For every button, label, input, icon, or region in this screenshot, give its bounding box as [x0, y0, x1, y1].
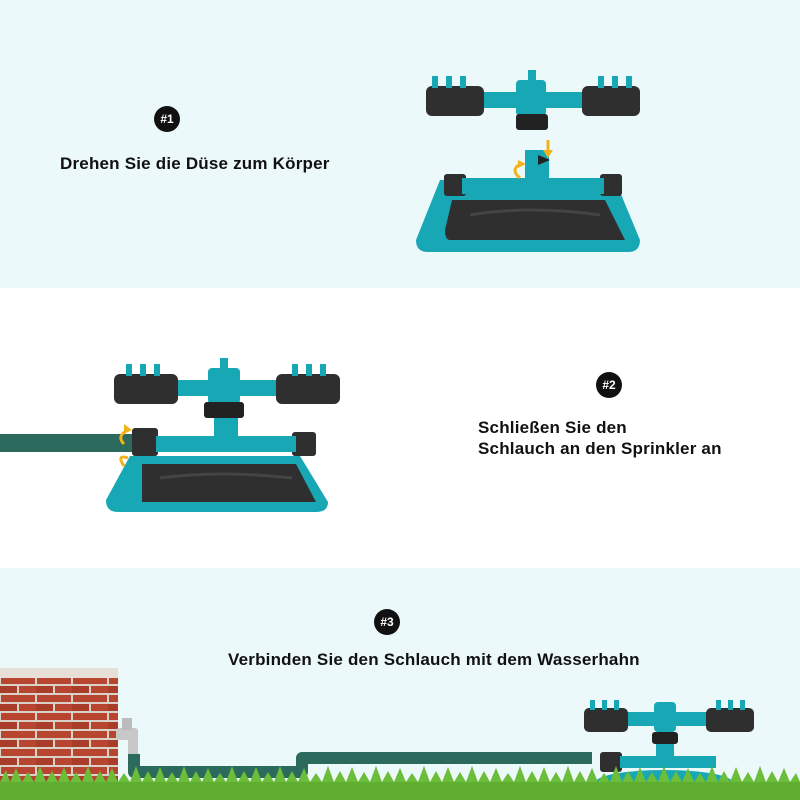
step-2-panel: #2 Schließen Sie den Schlauch an den Spr…	[0, 288, 800, 568]
step-1-badge: #1	[154, 106, 180, 132]
step-3-caption: Verbinden Sie den Schlauch mit dem Wasse…	[228, 650, 640, 669]
sprinkler-base	[416, 150, 640, 252]
step-2-caption-line-1: Schließen Sie den	[478, 418, 627, 437]
step-1-panel: #1 Drehen Sie die Düse zum Körper	[0, 0, 800, 288]
sprinkler-head	[114, 358, 340, 418]
step-3-panel: #3 Verbinden Sie den Schlauch mit dem Wa…	[0, 568, 800, 800]
garden-hose	[128, 752, 592, 778]
sprinkler-illustration-2	[0, 358, 340, 512]
sprinkler-illustration-1	[416, 70, 640, 252]
step-2-caption-line-2: Schlauch an den Sprinkler an	[478, 439, 722, 458]
garden-scene-illustration	[0, 668, 800, 800]
step-1-caption: Drehen Sie die Düse zum Körper	[60, 154, 330, 173]
rotate-arrows	[513, 140, 553, 180]
rotate-arrows	[119, 424, 132, 467]
water-tap-icon	[116, 718, 138, 754]
step-2-badge: #2	[596, 372, 622, 398]
grass	[0, 766, 800, 800]
garden-hose	[0, 434, 134, 452]
sprinkler-head	[426, 70, 640, 130]
sprinkler-base	[106, 412, 328, 512]
step-3-badge: #3	[374, 609, 400, 635]
